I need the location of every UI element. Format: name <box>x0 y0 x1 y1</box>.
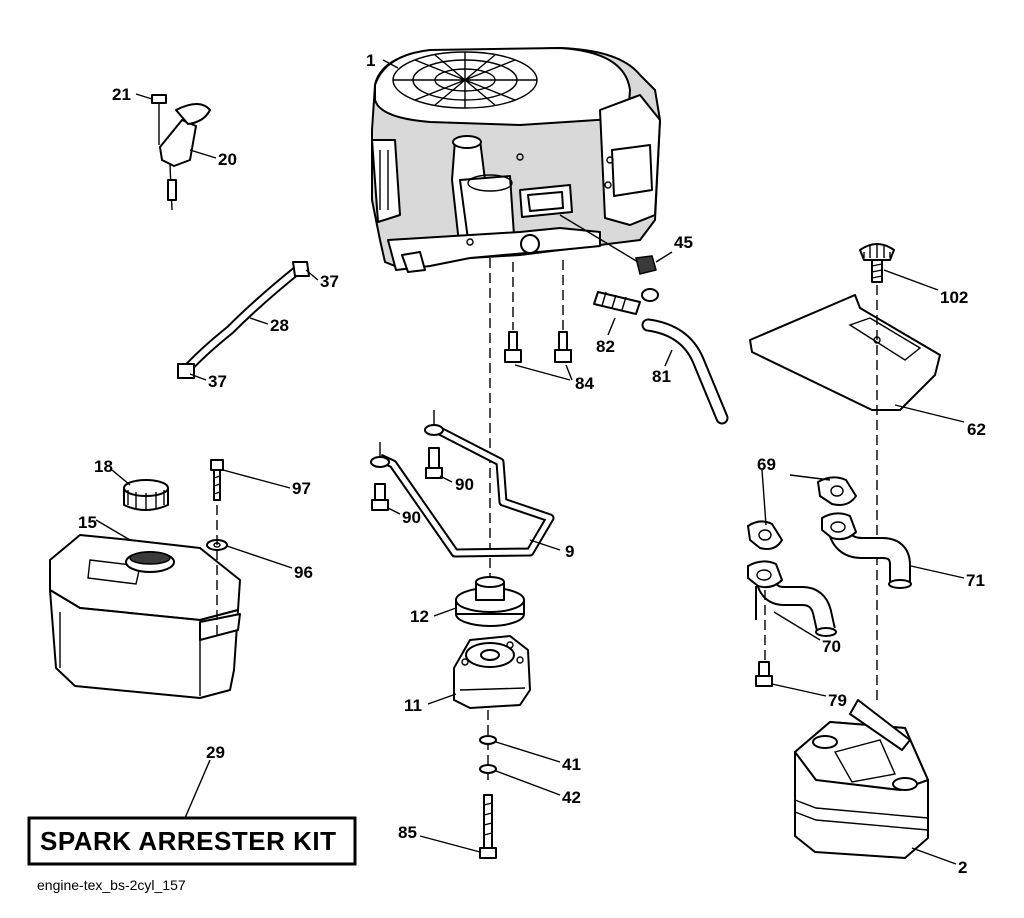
bolt-part-90-lower <box>371 483 389 511</box>
exhaust-pipe-part-70 <box>747 560 837 637</box>
leader-11 <box>427 693 457 705</box>
leader-41 <box>495 741 561 763</box>
throttle-part-20 <box>159 103 211 211</box>
knob-part-102 <box>859 243 895 283</box>
leader-29 <box>184 759 211 819</box>
leader-90b <box>387 507 401 515</box>
leader-81 <box>664 349 673 367</box>
hose-part-81 <box>641 318 729 425</box>
label-part-37-top: 37 <box>320 272 339 291</box>
label-part-21: 21 <box>112 85 131 104</box>
screw-part-21 <box>151 94 167 145</box>
leader-37b <box>189 373 207 381</box>
diagram-caption: engine-tex_bs-2cyl_157 <box>37 877 186 893</box>
leader-84 <box>514 364 573 381</box>
washer-part-41 <box>479 735 497 745</box>
leader-82 <box>607 317 616 336</box>
leader-70 <box>773 611 821 641</box>
bolt-part-84-right <box>554 331 572 363</box>
leader-12 <box>433 607 457 617</box>
label-part-29: 29 <box>206 743 225 762</box>
leader-90a <box>439 475 453 483</box>
label-part-71: 71 <box>966 571 985 590</box>
label-part-45: 45 <box>674 233 693 252</box>
spark-arrester-kit-text: SPARK ARRESTER KIT <box>40 826 336 856</box>
label-part-37-bottom: 37 <box>208 372 227 391</box>
label-part-9: 9 <box>565 542 574 561</box>
leader-18 <box>111 469 131 486</box>
label-part-96: 96 <box>294 563 313 582</box>
label-part-85: 85 <box>398 823 417 842</box>
label-part-62: 62 <box>967 420 986 439</box>
pulley-part-12 <box>455 576 525 627</box>
clamp-part-37-top <box>292 261 310 277</box>
leader-15 <box>95 519 131 541</box>
label-part-18: 18 <box>94 457 113 476</box>
label-part-15: 15 <box>78 513 97 532</box>
plug-part-45 <box>635 255 657 275</box>
bolt-part-84-left <box>504 331 522 363</box>
leader-21 <box>135 93 153 100</box>
leader-37a <box>305 269 319 281</box>
fuel-tank-part-15 <box>49 534 241 699</box>
label-part-70: 70 <box>822 637 841 656</box>
heat-shield-part-62 <box>749 294 941 411</box>
bolt-part-90-upper <box>425 447 443 479</box>
muffler-part-2 <box>794 699 929 859</box>
bracket-part-9 <box>370 410 555 558</box>
label-part-11: 11 <box>404 696 422 715</box>
fuel-line-part-28 <box>183 263 305 373</box>
screw-part-79 <box>755 661 773 687</box>
leader-69 <box>761 469 831 526</box>
fitting-part-82 <box>593 288 659 315</box>
label-part-42: 42 <box>562 788 581 807</box>
label-part-84: 84 <box>575 374 594 393</box>
bolt-part-85 <box>479 794 497 859</box>
label-part-90-lower: 90 <box>402 508 421 527</box>
label-part-82: 82 <box>596 337 615 356</box>
label-part-12: 12 <box>410 607 429 626</box>
engine-part-1 <box>371 46 662 273</box>
leader-42 <box>495 770 561 796</box>
leader-71 <box>910 565 965 579</box>
leader-102 <box>883 269 939 291</box>
gasket-part-69-a <box>747 520 783 550</box>
leader-20 <box>189 149 217 159</box>
leader-79 <box>771 683 827 697</box>
leader-45a <box>559 214 639 263</box>
label-part-28: 28 <box>270 316 289 335</box>
leader-45 <box>655 251 673 263</box>
washer-part-42 <box>479 764 497 774</box>
label-part-79: 79 <box>828 691 847 710</box>
leader-62 <box>894 404 965 423</box>
gasket-part-69-b <box>817 476 857 506</box>
fuel-cap-part-18 <box>123 479 169 511</box>
label-part-2: 2 <box>958 858 967 877</box>
label-part-69: 69 <box>757 455 776 474</box>
leader-96 <box>226 545 293 569</box>
exhaust-pipe-part-71 <box>821 512 912 589</box>
spark-arrester-kit-box <box>27 816 357 866</box>
leader-97 <box>222 469 291 489</box>
leader-28 <box>249 317 269 325</box>
label-part-1: 1 <box>366 51 375 70</box>
screw-part-97 <box>210 459 224 501</box>
label-part-90-upper: 90 <box>455 475 474 494</box>
leader-85 <box>419 835 481 853</box>
clamp-part-37-bottom <box>177 363 195 379</box>
leader-9 <box>529 539 561 551</box>
leader-1 <box>382 59 399 69</box>
label-part-81: 81 <box>652 367 671 386</box>
clutch-part-11 <box>453 635 531 709</box>
label-part-97: 97 <box>292 479 311 498</box>
label-part-102: 102 <box>940 288 968 307</box>
label-part-20: 20 <box>218 150 237 169</box>
label-part-41: 41 <box>562 755 581 774</box>
leader-2 <box>911 847 957 865</box>
